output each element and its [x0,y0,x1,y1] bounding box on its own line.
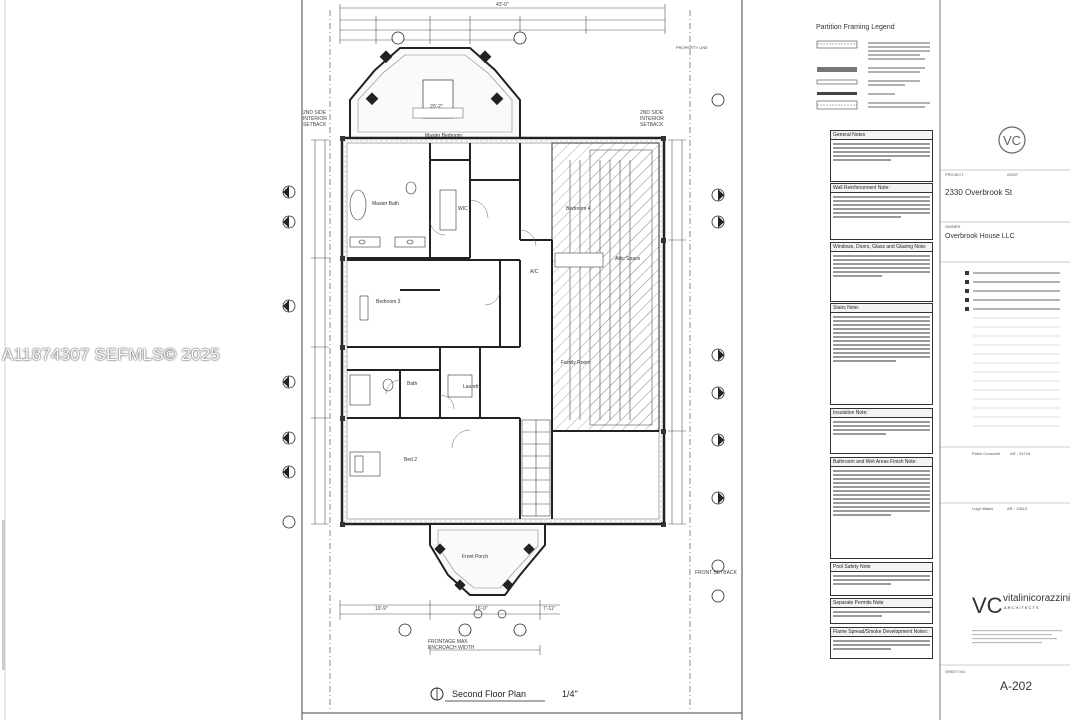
note-title: Separate Permits Note [831,599,932,608]
svg-text:VC: VC [1003,133,1021,148]
note-title: Wall Reinforcement Note: [831,184,932,193]
dimension-bay-width: 20'-2" [430,104,443,110]
room-label-master-bedroom: Master Bedroom [425,133,462,139]
note-title: Bathroom and Wet Areas Finish Note: [831,458,932,467]
setback-left: 2ND SIDE INTERIOR SETBACK [303,110,327,128]
note-stairs: Stairs Note: [830,303,933,405]
dimension-bottom-b: 16'-0" [475,606,488,612]
frontage-note: FRONTAGE MAX ENCROACH WIDTH [428,639,475,651]
svg-text:VC: VC [972,593,1003,618]
setback-right: 2ND SIDE INTERIOR SETBACK [640,110,664,128]
sheet-label: SHEET NO [945,669,966,674]
note-windows-doors: Windows, Doors, Glass and Glazing Note: [830,242,933,302]
sheet-number: A-202 [1000,679,1033,693]
owner-label: OWNER [945,224,961,229]
plan-scale: 1/4" [562,689,578,699]
architect-name-1: Pablo Corazzini [972,451,1001,456]
note-title: Insulation Note: [831,409,932,418]
project-number: 22007 [1007,172,1019,177]
firm-name-secondary: corazzini [1030,593,1071,604]
room-label-wic: WIC [458,206,468,212]
room-label-ac: A/C [530,269,539,275]
architect-license-2: AR - 13613 [1007,506,1028,511]
note-pool-safety: Pool Safety Note [830,562,933,596]
architect-name-2: Luigi Vitalini [972,506,994,511]
note-insulation: Insulation Note: [830,408,933,454]
note-general: General Notes [830,130,933,182]
note-title: Stairs Note: [831,304,932,313]
dimension-bottom-c: 7'-11" [543,606,556,612]
note-separate-permits: Separate Permits Note [830,598,933,624]
room-label-bedroom-4: Bedroom 4 [566,206,591,212]
legend-title: Partition Framing Legend [816,24,895,31]
owner-name: Overbrook House LLC [945,233,1015,240]
architect-license-1: AR - 91716 [1010,451,1031,456]
note-title: Pool Safety Note [831,563,932,572]
note-flame-spread: Flame Spread/Smoke Development Notes: [830,627,933,659]
room-label-bed-2: Bed 2 [404,457,418,463]
room-label-attic-space: Attic Space [615,256,641,262]
note-bathroom-wet-areas: Bathroom and Wet Areas Finish Note: [830,457,933,559]
dimension-bottom-a: 10'-9" [375,606,388,612]
note-wall-reinforcement: Wall Reinforcement Note: [830,183,933,240]
note-title: Flame Spread/Smoke Development Notes: [831,628,932,637]
mls-watermark: A11874307 SEFMLS© 2025 [2,345,220,364]
room-label-family-room: Family Room [561,360,591,366]
front-setback-note: FRONT SETBACK [695,570,737,576]
room-label-bath: Bath [407,381,418,387]
firm-subtitle: ARCHITECTS [1004,605,1040,610]
property-line-note: PROPERTY LINE [676,45,708,50]
firm-logo-badge [998,126,1026,154]
project-address: 2330 Overbrook St [945,188,1013,197]
room-label-master-bath: Master Bath [372,201,399,207]
plan-title: Second Floor Plan [452,689,527,699]
project-label: PROJECT [945,172,964,177]
room-label-front-porch: Front Porch [462,554,489,560]
note-title: General Notes [831,131,932,140]
firm-name-primary: vitalini [1003,593,1031,604]
note-title: Windows, Doors, Glass and Glazing Note: [831,243,932,252]
room-label-laundry: Laundry [463,384,482,390]
room-label-bedroom-3: Bedroom 3 [376,299,401,305]
firm-name: vitalinicorazzini [1003,593,1070,604]
dimension-top-overall: 43'-0" [496,2,509,8]
